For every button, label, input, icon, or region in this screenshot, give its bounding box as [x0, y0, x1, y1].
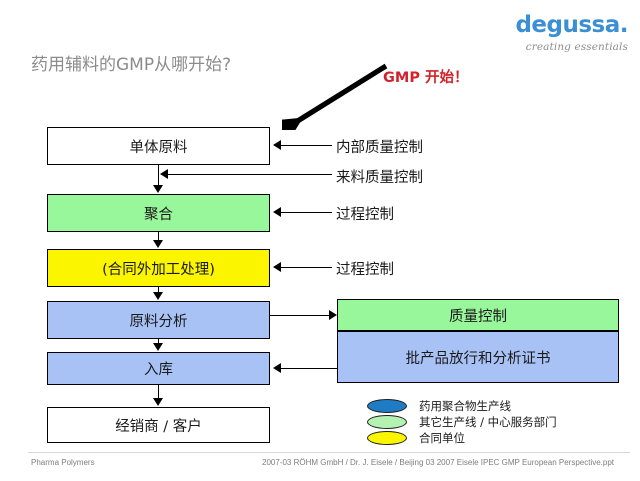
logo-tagline: creating essentials [525, 41, 628, 53]
arrow-down-icon [153, 185, 163, 193]
flow-node-polymerize[interactable]: 聚合 [47, 194, 270, 232]
arrow-down-icon [153, 343, 163, 351]
arrow-left-icon [273, 262, 281, 272]
arrow-left-icon [273, 140, 281, 150]
flow-node-quality-control[interactable]: 质量控制 [337, 299, 619, 331]
arrow-down-icon [153, 292, 163, 300]
arrow-right-icon [329, 310, 337, 320]
footer-right-text: 2007-03 RÖHM GmbH / Dr. J. Eisele / Beij… [262, 458, 615, 467]
flow-node-label: 原料分析 [129, 313, 188, 330]
arrow-left-icon [273, 363, 281, 373]
legend-swatch-blue-icon [367, 398, 407, 413]
annotation-incoming-qc: 来料质量控制 [336, 170, 423, 186]
legend-item-contract-unit: 合同单位 [367, 430, 633, 445]
flow-node-batch-release-coa[interactable]: 批产品放行和分析证书 [337, 331, 619, 383]
legend-swatch-yellow-icon [367, 430, 407, 445]
flow-node-label: (合同外加工处理) [102, 261, 215, 278]
connector-monomer-to-polymerize [158, 165, 159, 186]
annotation-line-incoming-qc [168, 174, 332, 175]
gmp-start-arrow-icon [282, 63, 388, 130]
annotation-internal-qc: 内部质量控制 [336, 140, 423, 156]
arrow-down-icon [153, 398, 163, 406]
legend-item-pharma-polymer-line: 药用聚合物生产线 [367, 398, 633, 413]
legend-swatch-green-icon [367, 414, 407, 429]
connector-analysis-to-qc [270, 315, 330, 316]
flow-node-label: 批产品放行和分析证书 [405, 350, 551, 367]
legend-item-label: 合同单位 [419, 430, 465, 445]
flow-node-label: 单体原料 [129, 139, 188, 156]
flow-node-monomer[interactable]: 单体原料 [47, 127, 270, 165]
arrow-left-icon [273, 207, 281, 217]
flow-node-distributor[interactable]: 经销商 / 客户 [47, 407, 270, 443]
connector-toll-to-analysis [158, 287, 159, 293]
flow-node-label: 经销商 / 客户 [115, 418, 202, 435]
gmp-start-callout-label: GMP 开始！ [383, 70, 469, 86]
degussa-logo: degussa. creating essentials [515, 12, 628, 54]
legend-item-label: 其它生产线 / 中心服务部门 [419, 414, 557, 429]
flow-node-toll-process[interactable]: (合同外加工处理) [47, 249, 270, 287]
annotation-line-process-control-1 [281, 212, 332, 213]
legend-item-other-line-service: 其它生产线 / 中心服务部门 [367, 414, 633, 429]
connector-analysis-to-warehouse [158, 339, 159, 344]
annotation-line-internal-qc [281, 145, 332, 146]
flow-node-raw-analysis[interactable]: 原料分析 [47, 301, 270, 339]
flow-node-label: 聚合 [144, 206, 173, 223]
logo-wordmark: degussa. [515, 12, 628, 38]
legend: 药用聚合物生产线 其它生产线 / 中心服务部门 合同单位 [367, 398, 633, 446]
footer-divider [28, 452, 630, 453]
annotation-process-control-2: 过程控制 [336, 262, 394, 278]
connector-warehouse-to-distributor [158, 385, 159, 398]
arrow-left-icon [160, 169, 168, 179]
legend-item-label: 药用聚合物生产线 [419, 398, 511, 413]
arrow-down-icon [153, 240, 163, 248]
flow-node-label: 入库 [144, 362, 173, 378]
connector-coa-to-warehouse [281, 368, 338, 369]
flow-node-warehouse[interactable]: 入库 [47, 352, 270, 385]
annotation-line-process-control-2 [281, 267, 332, 268]
connector-polymerize-to-toll [158, 232, 159, 241]
page-title: 药用辅料的GMP从哪开始? [31, 55, 232, 75]
footer-left-text: Pharma Polymers [31, 458, 95, 467]
annotation-process-control-1: 过程控制 [336, 207, 394, 223]
flow-node-label: 质量控制 [449, 308, 507, 325]
